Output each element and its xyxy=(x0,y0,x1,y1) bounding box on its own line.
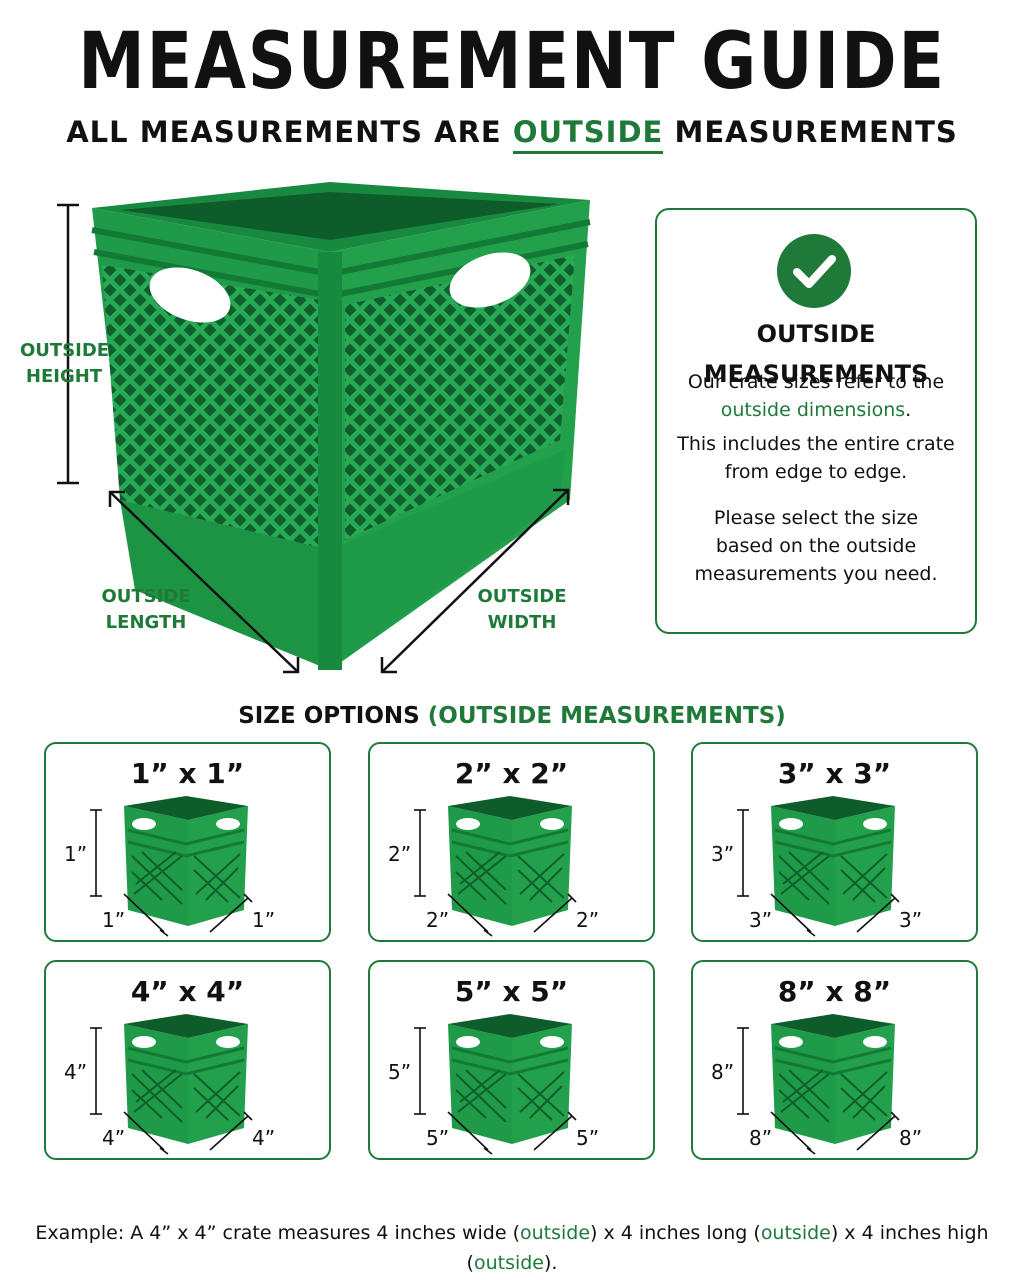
size-card[interactable]: 2” x 2” 2” 2” 2” xyxy=(368,742,655,942)
subtitle-highlight: OUTSIDE xyxy=(512,115,664,154)
length-value: 2” xyxy=(426,908,450,932)
size-card[interactable]: 8” x 8” 8” 8” 8” xyxy=(691,960,978,1160)
crate-thumbnail xyxy=(414,796,577,937)
length-value: 5” xyxy=(426,1126,450,1150)
size-card[interactable]: 1” x 1” 1” 1” 1” xyxy=(44,742,331,942)
size-title: 5” x 5” xyxy=(454,975,569,1008)
size-title: 4” x 4” xyxy=(130,975,245,1008)
size-title: 2” x 2” xyxy=(454,757,569,790)
height-arrow xyxy=(57,203,79,485)
size-card[interactable]: 5” x 5” 5” 5” 5” xyxy=(368,960,655,1160)
height-value: 8” xyxy=(711,1060,735,1084)
height-value: 1” xyxy=(64,842,88,866)
info-heading: OUTSIDE MEASUREMENTS xyxy=(703,320,929,388)
width-value: 3” xyxy=(899,908,923,932)
height-value: 4” xyxy=(64,1060,88,1084)
subtitle-text-end: MEASUREMENTS xyxy=(663,115,958,149)
width-value: 2” xyxy=(576,908,600,932)
crate-thumbnail xyxy=(737,796,900,937)
size-card[interactable]: 3” x 3” 3” 3” 3” xyxy=(691,742,978,942)
height-value: 5” xyxy=(388,1060,412,1084)
length-value: 8” xyxy=(749,1126,773,1150)
length-value: 1” xyxy=(102,908,126,932)
page-subtitle: ALL MEASUREMENTS ARE OUTSIDE MEASUREMENT… xyxy=(0,112,1024,154)
footer-example: Example: A 4” x 4” crate measures 4 inch… xyxy=(35,1222,989,1274)
crate-thumbnail xyxy=(737,1014,900,1155)
length-value: 4” xyxy=(102,1126,126,1150)
subtitle-text: ALL MEASUREMENTS ARE xyxy=(66,115,513,149)
size-title: 8” x 8” xyxy=(777,975,892,1008)
crate-thumbnail xyxy=(90,1014,253,1155)
width-value: 1” xyxy=(252,908,276,932)
width-value: 4” xyxy=(252,1126,276,1150)
check-circle-icon xyxy=(777,234,851,308)
length-value: 3” xyxy=(749,908,773,932)
size-options-heading: SIZE OPTIONS (OUTSIDE MEASUREMENTS) xyxy=(238,703,786,729)
length-arrow xyxy=(108,490,300,674)
size-title: 3” x 3” xyxy=(777,757,892,790)
page-title: MEASUREMENT GUIDE xyxy=(78,17,946,107)
width-value: 5” xyxy=(576,1126,600,1150)
height-value: 3” xyxy=(711,842,735,866)
crate-thumbnail xyxy=(414,1014,577,1155)
crate-thumbnail xyxy=(90,796,253,937)
width-value: 8” xyxy=(899,1126,923,1150)
size-title: 1” x 1” xyxy=(130,757,245,790)
height-value: 2” xyxy=(388,842,412,866)
width-arrow xyxy=(380,488,570,674)
info-box: OUTSIDE MEASUREMENTS Our crate sizes ref… xyxy=(655,208,977,634)
size-card[interactable]: 4” x 4” 4” 4” 4” xyxy=(44,960,331,1160)
hero-crate-illustration xyxy=(57,182,591,674)
